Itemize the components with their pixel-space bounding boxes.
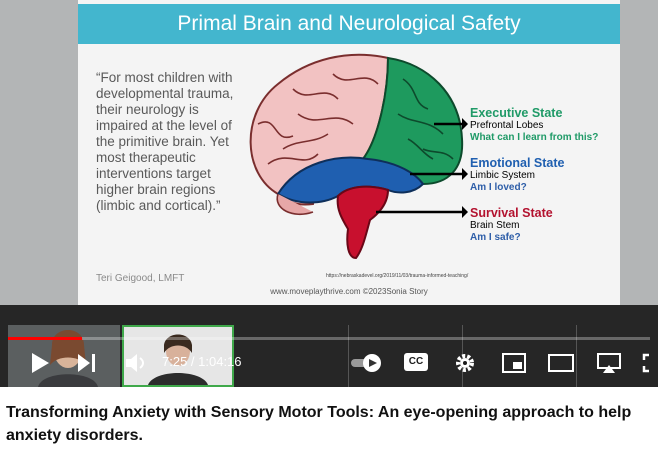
slide-quote: “For most children with developmental tr… — [96, 70, 234, 213]
thumbnail-divider — [348, 325, 349, 387]
video-player[interactable]: Primal Brain and Neurological Safety “Fo… — [0, 0, 658, 387]
presentation-slide: Primal Brain and Neurological Safety “Fo… — [78, 0, 620, 305]
autoplay-toggle-icon[interactable] — [350, 353, 384, 373]
quote-author: Teri Geigood, LMFT — [96, 273, 185, 284]
person-1-thumbnail-image — [8, 325, 120, 387]
brain-stem-shape — [336, 185, 390, 260]
cast-icon[interactable] — [596, 352, 622, 374]
executive-state-label: Executive State Prefrontal Lobes What ca… — [470, 106, 598, 144]
progress-bar-played — [8, 337, 82, 340]
emotional-state-question: Am I loved? — [470, 182, 527, 193]
slide-source-url: https://nebraskadevel.org/2019/11/03/tra… — [326, 273, 469, 279]
video-title[interactable]: Transforming Anxiety with Sensory Motor … — [6, 404, 632, 444]
miniplayer-icon[interactable] — [502, 353, 526, 373]
play-icon[interactable] — [30, 352, 50, 374]
volume-icon[interactable] — [124, 352, 148, 374]
cc-icon[interactable]: CC — [404, 353, 428, 371]
preview-thumbnail-2 — [122, 325, 234, 387]
person-2-thumbnail-image — [124, 327, 232, 385]
time-display: 7:25 / 1:04:16 — [162, 354, 242, 369]
emotional-state-title: Emotional State — [470, 156, 565, 170]
executive-state-title: Executive State — [470, 106, 563, 120]
next-icon[interactable] — [76, 353, 98, 373]
emotional-state-region: Limbic System — [470, 170, 536, 181]
limbic-system-shape — [276, 156, 425, 204]
thumbnail-divider — [576, 325, 577, 387]
executive-state-question: What can I learn from this? — [470, 132, 599, 143]
theater-icon[interactable] — [548, 354, 574, 372]
survival-state-title: Survival State — [470, 206, 553, 220]
settings-gear-icon[interactable] — [454, 352, 476, 374]
video-letterbox-left — [0, 0, 78, 305]
executive-state-region: Prefrontal Lobes — [470, 120, 544, 131]
emotional-state-label: Emotional State Limbic System Am I loved… — [470, 156, 564, 194]
survival-state-region: Brain Stem — [470, 220, 520, 231]
fullscreen-icon[interactable] — [642, 353, 656, 373]
preview-thumbnail-1 — [8, 325, 120, 387]
slide-title: Primal Brain and Neurological Safety — [177, 12, 521, 35]
video-letterbox-right — [620, 0, 658, 305]
brain-illustration — [249, 53, 468, 260]
slide-footer: www.moveplaythrive.com ©2023Sonia Story — [270, 287, 428, 296]
survival-state-question: Am I safe? — [470, 232, 521, 243]
slide-title-bar — [78, 4, 620, 44]
progress-bar[interactable] — [8, 337, 650, 340]
survival-state-label: Survival State Brain Stem Am I safe? — [470, 206, 553, 244]
